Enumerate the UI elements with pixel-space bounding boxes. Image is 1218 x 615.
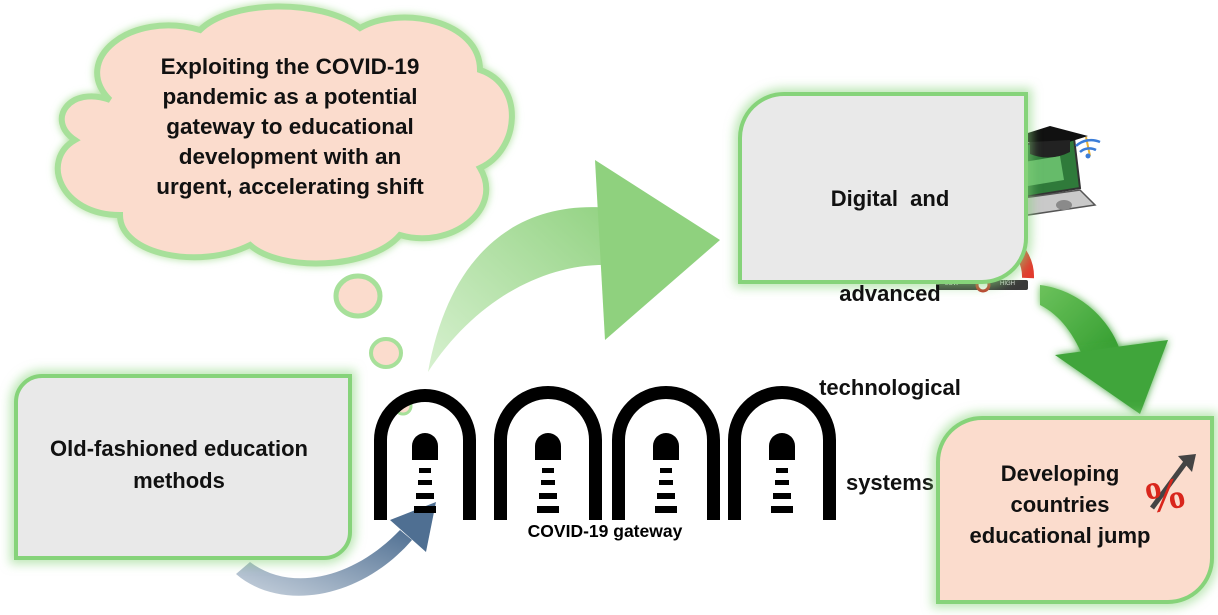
digital-line: technological [819,375,961,400]
down-arrow-head [1055,340,1168,414]
cloud-bubble-medium [369,337,403,369]
cloud-bubble-large [333,273,383,319]
blue-arrow-head [390,502,436,552]
digital-line: advanced [839,280,941,306]
blue-arrow [236,502,436,596]
cloud-line: urgent, accelerating shift [156,174,424,199]
tunnel-3 [612,386,720,520]
big-arrow-shaft [428,207,612,372]
digital-systems-text: Digital and advanced technological syste… [790,120,990,530]
cloud-line: Exploiting the COVID-19 [160,54,420,79]
gauge-high-label: HIGH [1000,281,1015,287]
down-green-arrow [1040,285,1168,414]
gauge-low-label: LOW [945,281,959,287]
digital-line: systems [845,469,935,495]
tunnel-4 [728,386,836,520]
old-methods-line: methods [133,468,225,493]
tunnel-row [374,386,836,520]
old-methods-text: Old-fashioned education methods [24,433,334,497]
down-arrow-shaft [1040,285,1120,362]
old-methods-line: Old-fashioned education [50,436,308,461]
percent-growth-icon [1149,454,1196,510]
cloud-text: Exploiting the COVID-19 pandemic as a po… [140,52,440,202]
developing-line: Developing [1000,461,1120,486]
tunnel-2 [494,386,602,520]
digital-line: Digital and [830,186,950,211]
tunnel-1 [374,389,476,520]
cloud-line: pandemic as a potential [162,84,418,109]
cloud-line: development with an [178,144,402,169]
old-methods-box [14,374,352,560]
developing-line: educational jump [969,523,1151,548]
developing-countries-text: Developing countries educational jump [960,458,1160,551]
cloud-shape [54,3,515,267]
gateway-label: COVID-19 gateway [527,521,683,541]
blue-arrow-shaft [236,530,412,596]
developing-countries-box [936,416,1214,604]
digital-systems-box [738,92,1028,284]
developing-line: countries [1010,492,1110,517]
big-green-arrow [428,160,720,372]
cloud-line: gateway to educational [166,114,414,139]
big-arrow-head [595,160,720,340]
